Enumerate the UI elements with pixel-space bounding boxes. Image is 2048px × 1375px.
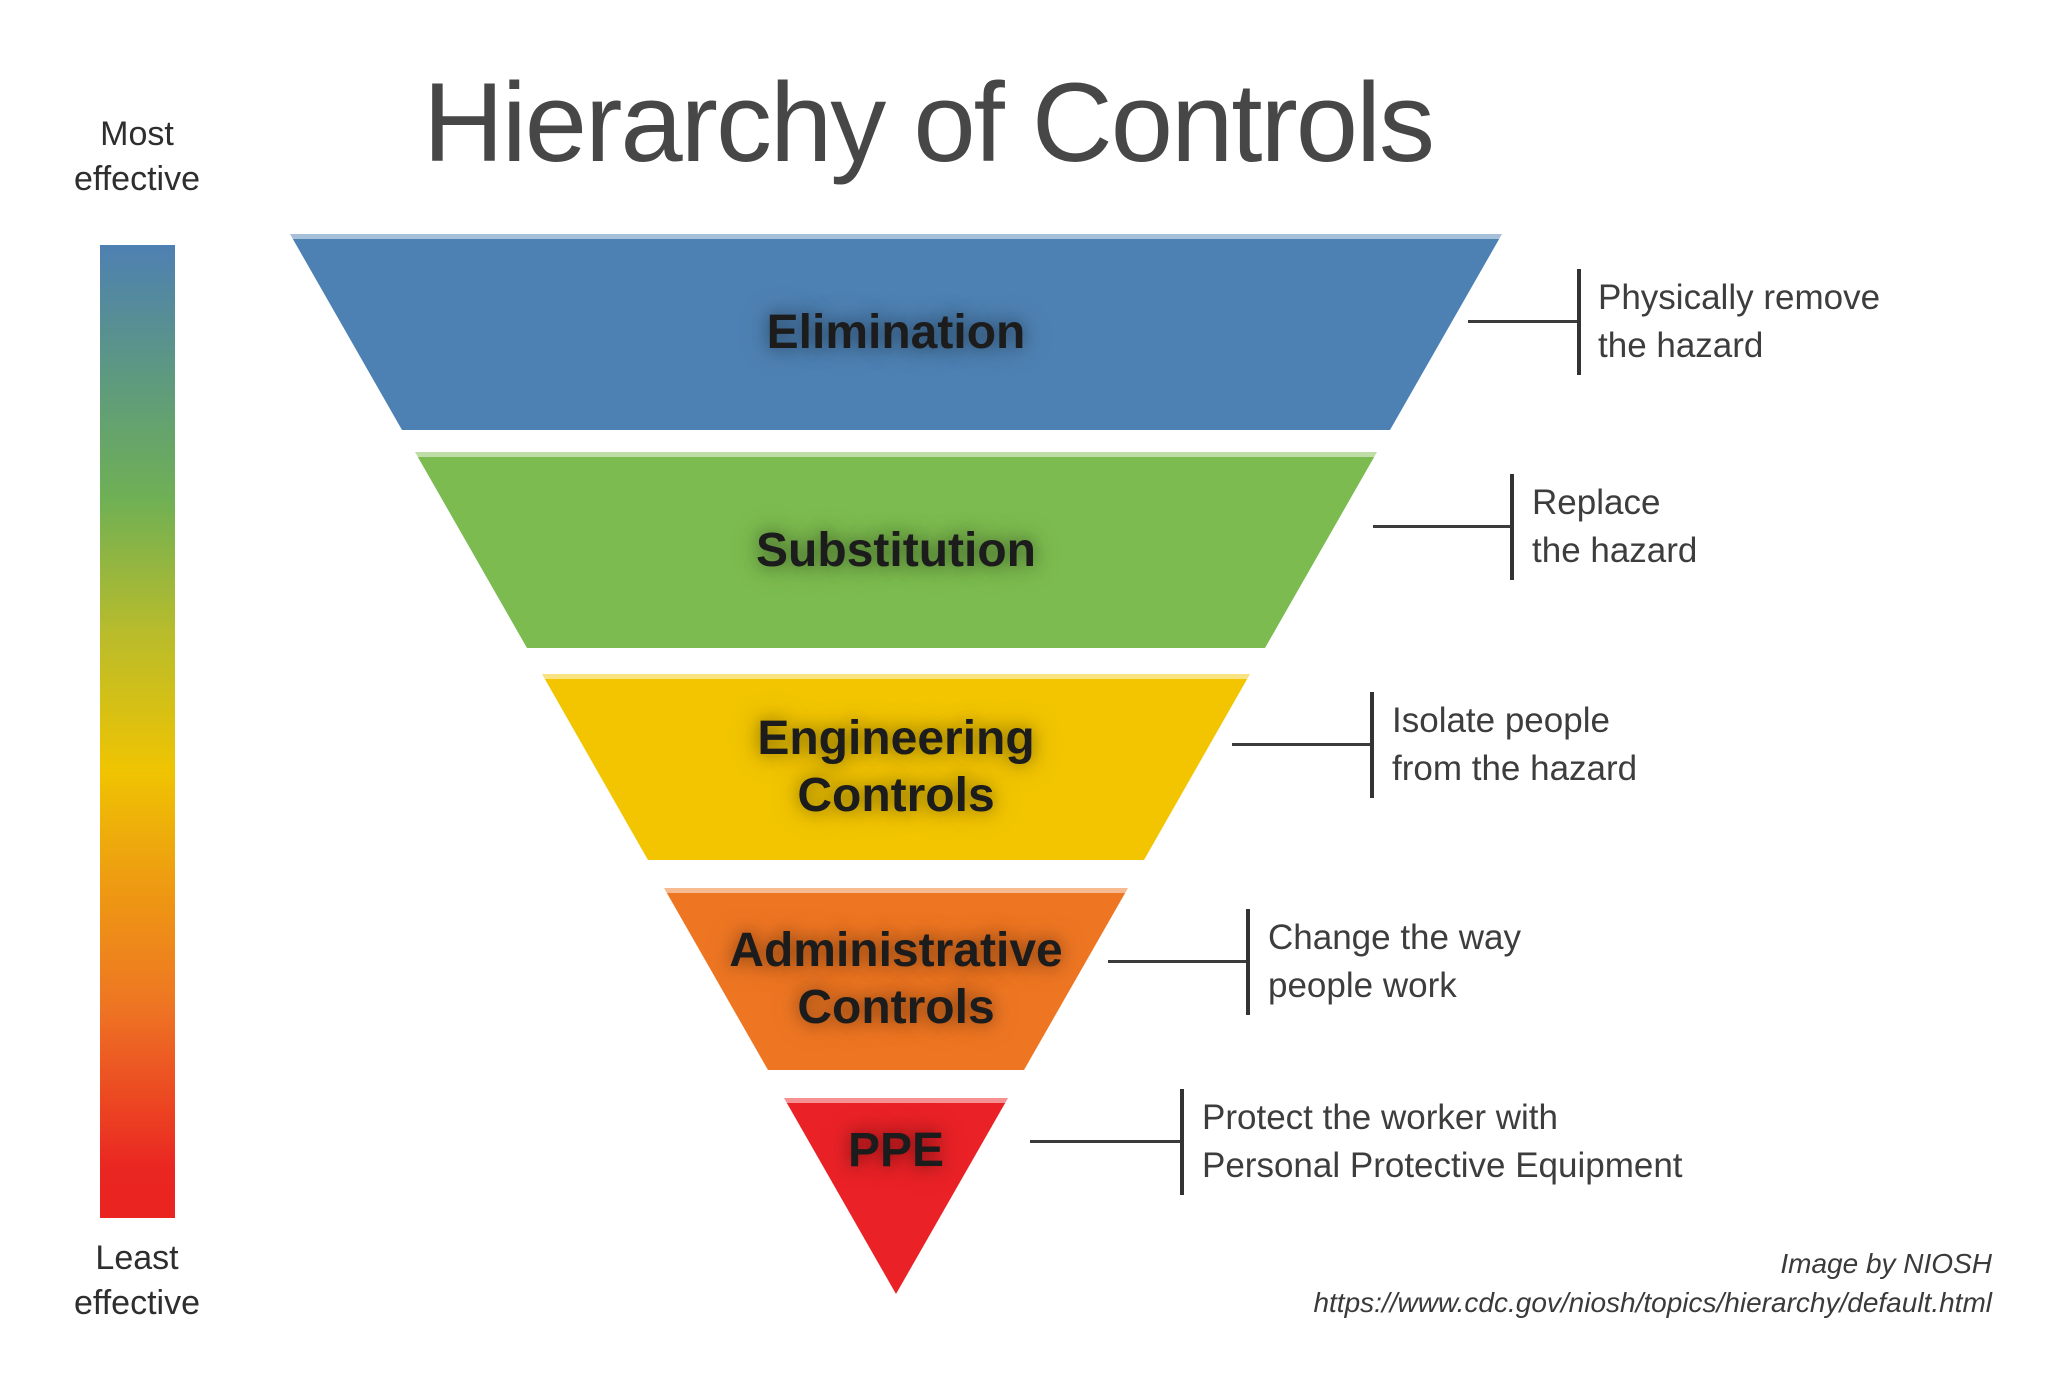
annotation-elimination: Physically remove the hazard [1468, 269, 2028, 375]
connector-bar [1577, 269, 1581, 375]
level-substitution-label: Substitution [756, 523, 1036, 577]
effectiveness-gradient-bar [100, 245, 175, 1218]
level-administrative-controls-label: Administrative Controls [729, 924, 1063, 1034]
credits: Image by NIOSH https://www.cdc.gov/niosh… [1313, 1244, 1992, 1322]
annotation-elimination-text: Physically remove the hazard [1598, 278, 1881, 365]
connector-line [1468, 320, 1577, 323]
connector-line [1030, 1140, 1180, 1143]
annotation-substitution: Replace the hazard [1373, 474, 1933, 580]
annotation-substitution-text: Replace the hazard [1532, 483, 1698, 570]
connector-bar [1510, 474, 1514, 580]
least-effective-label: Least effective [73, 1239, 200, 1322]
credits-attribution: Image by NIOSH [1780, 1248, 1992, 1279]
level-ppe: PPE [784, 1098, 1008, 1294]
annotation-administrative-controls-text: Change the way people work [1268, 918, 1521, 1005]
connector-line [1373, 525, 1510, 528]
connector-bar [1246, 909, 1250, 1015]
annotation-ppe: Protect the worker with Personal Protect… [1030, 1089, 1790, 1195]
level-substitution: Substitution [415, 452, 1377, 648]
connector-bar [1180, 1089, 1184, 1195]
level-elimination: Elimination [290, 234, 1502, 430]
annotation-engineering-controls-text: Isolate people from the hazard [1392, 701, 1638, 788]
level-ppe-label: PPE [847, 1124, 945, 1177]
annotation-engineering-controls: Isolate people from the hazard [1232, 692, 1832, 798]
connector-bar [1370, 692, 1374, 798]
level-administrative-controls: Administrative Controls [664, 888, 1128, 1070]
page-title: Hierarchy of Controls [423, 60, 1435, 185]
connector-line [1232, 743, 1370, 746]
credits-url: https://www.cdc.gov/niosh/topics/hierarc… [1313, 1287, 1992, 1318]
annotation-ppe-text: Protect the worker with Personal Protect… [1202, 1098, 1683, 1185]
connector-line [1108, 960, 1246, 963]
most-effective-label: Most effective [73, 115, 200, 198]
annotation-administrative-controls: Change the way people work [1108, 909, 1708, 1015]
level-engineering-controls: Engineering Controls [542, 674, 1250, 860]
level-elimination-label: Elimination [766, 305, 1026, 359]
level-engineering-controls-label: Engineering Controls [757, 712, 1035, 822]
